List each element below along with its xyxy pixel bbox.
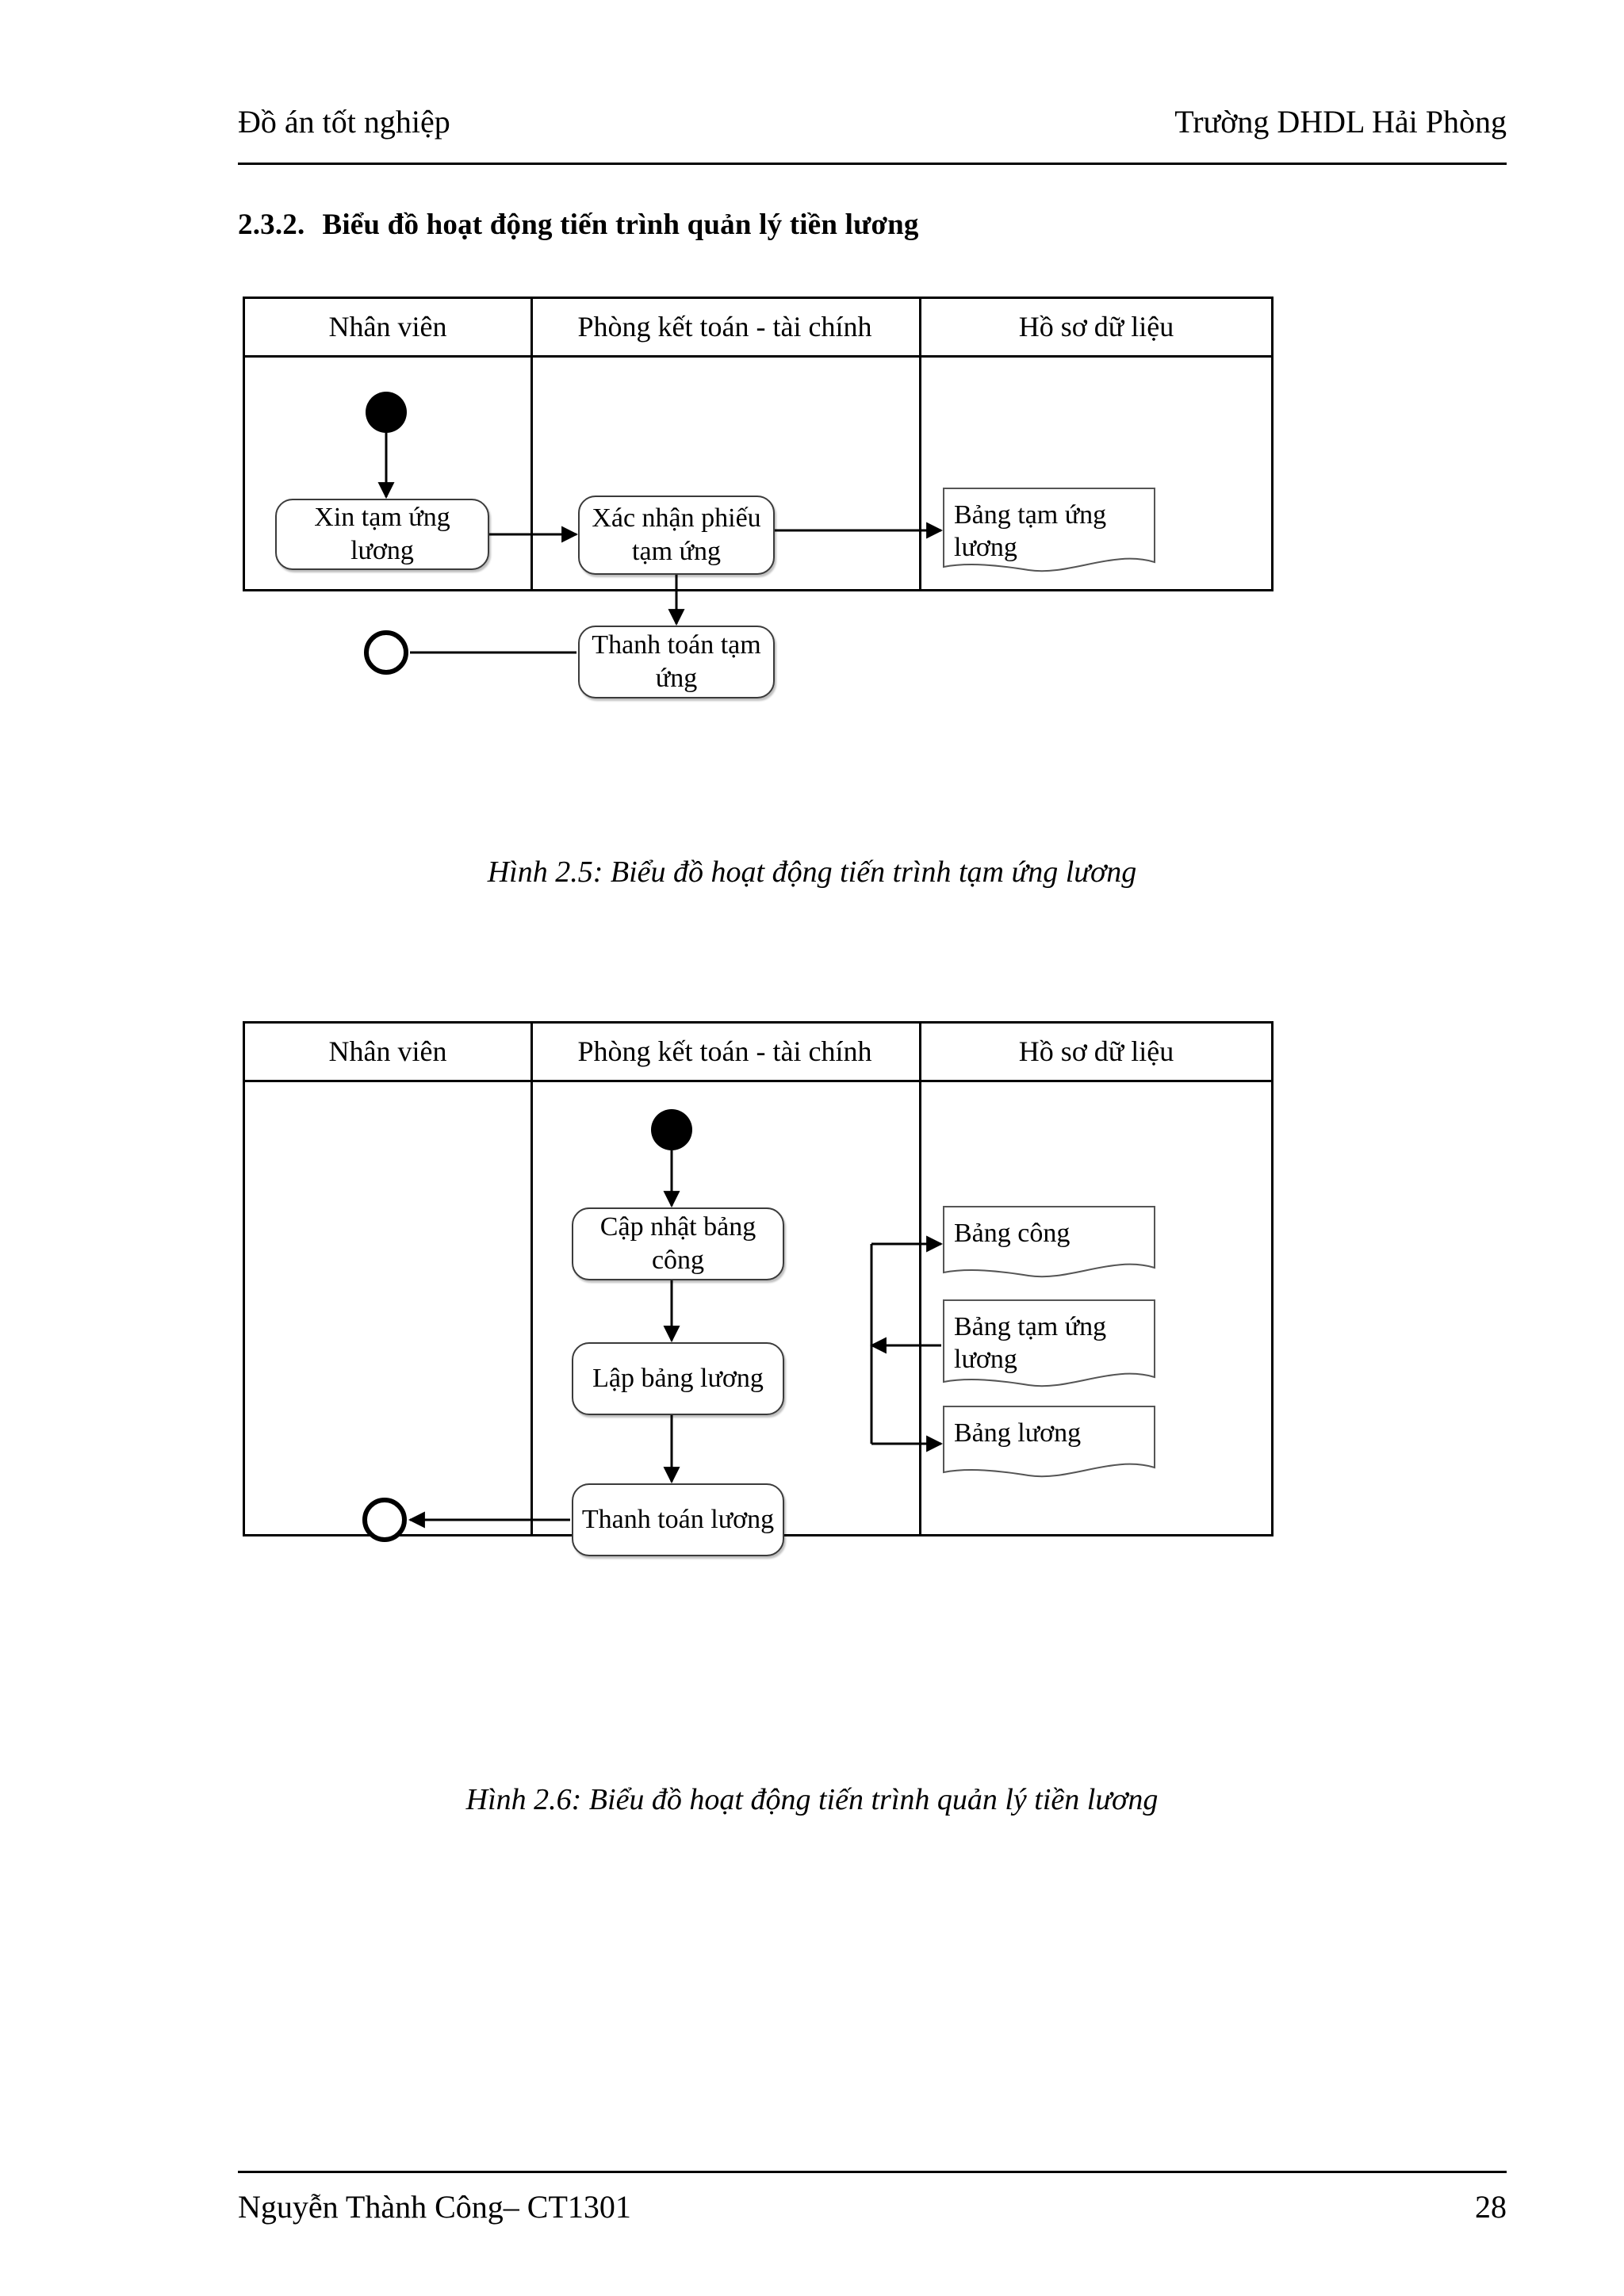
datastore-timesheet: Bảng công xyxy=(943,1206,1155,1282)
end-node-1 xyxy=(364,630,408,675)
activity-pay-advance: Thanh toán tạm ứng xyxy=(578,626,775,698)
lane-divider-2a xyxy=(530,1024,533,1534)
section-number: 2.3.2. xyxy=(238,209,305,241)
end-node-2 xyxy=(362,1498,407,1542)
footer-page-number: 28 xyxy=(1475,2189,1507,2225)
activity-confirm-slip: Xác nhận phiếu tạm ứng xyxy=(578,496,775,575)
datastore-timesheet-label: Bảng công xyxy=(954,1219,1071,1248)
footer-divider xyxy=(238,2171,1507,2173)
section-title: Biểu đồ hoạt động tiến trình quản lý tiề… xyxy=(322,209,919,241)
page-footer: Nguyễn Thành Công– CT1301 28 xyxy=(238,2188,1507,2225)
header-divider xyxy=(238,163,1507,165)
lane-title-datafile-1: Hồ sơ dữ liệu xyxy=(1018,311,1174,342)
datastore-advance-table-label-2: Bảng tạm ứng lương xyxy=(954,1312,1107,1375)
activity-request-advance: Xin tạm ứng lương xyxy=(275,499,489,570)
activity-make-payroll: Lập bảng lương xyxy=(572,1342,784,1415)
header-right-text: Trường DHDL Hải Phòng xyxy=(1174,104,1507,140)
lane-divider-1b xyxy=(919,299,921,589)
lane-title-employee-2: Nhân viên xyxy=(328,1035,447,1067)
footer-author: Nguyễn Thành Công– CT1301 xyxy=(238,2189,631,2225)
lane-header-row-1 xyxy=(245,299,1271,358)
section-heading: 2.3.2. Biểu đồ hoạt động tiến trình quản … xyxy=(238,208,919,242)
start-node-1 xyxy=(366,392,407,433)
activity-diagram-advance-salary: Nhân viên Phòng kết toán - tài chính Hồ … xyxy=(243,297,1276,698)
datastore-payroll-label: Bảng lương xyxy=(954,1418,1082,1448)
activity-update-timesheet: Cập nhật bảng công xyxy=(572,1207,784,1280)
header-left-text: Đồ án tốt nghiệp xyxy=(238,104,450,140)
start-node-2 xyxy=(651,1109,692,1150)
datastore-advance-table-label-1: Bảng tạm ứng lương xyxy=(954,500,1107,563)
lane-divider-1a xyxy=(530,299,533,589)
edges-diagram-2 xyxy=(245,1024,1276,1539)
lane-title-accounting-2: Phòng kết toán - tài chính xyxy=(577,1035,872,1067)
datastore-payroll: Bảng lương xyxy=(943,1406,1155,1482)
lane-title-employee-1: Nhân viên xyxy=(328,311,447,342)
datastore-advance-table-2: Bảng tạm ứng lương xyxy=(943,1299,1155,1391)
activity-pay-salary: Thanh toán lương xyxy=(572,1483,784,1556)
lane-divider-2b xyxy=(919,1024,921,1534)
edges-diagram-1 xyxy=(245,299,1276,654)
datastore-advance-table-1: Bảng tạm ứng lương xyxy=(943,488,1155,576)
figure-caption-2-5: Hình 2.5: Biểu đồ hoạt động tiến trình t… xyxy=(487,855,1137,889)
figure-caption-2-6: Hình 2.6: Biểu đồ hoạt động tiến trình q… xyxy=(465,1783,1159,1816)
lane-header-row-2 xyxy=(245,1024,1271,1082)
lane-title-accounting-1: Phòng kết toán - tài chính xyxy=(577,311,872,342)
lane-title-datafile-2: Hồ sơ dữ liệu xyxy=(1018,1035,1174,1067)
activity-diagram-payroll-management: Nhân viên Phòng kết toán - tài chính Hồ … xyxy=(243,1021,1276,1556)
page-header: Đồ án tốt nghiệp Trường DHDL Hải Phòng xyxy=(238,103,1507,140)
